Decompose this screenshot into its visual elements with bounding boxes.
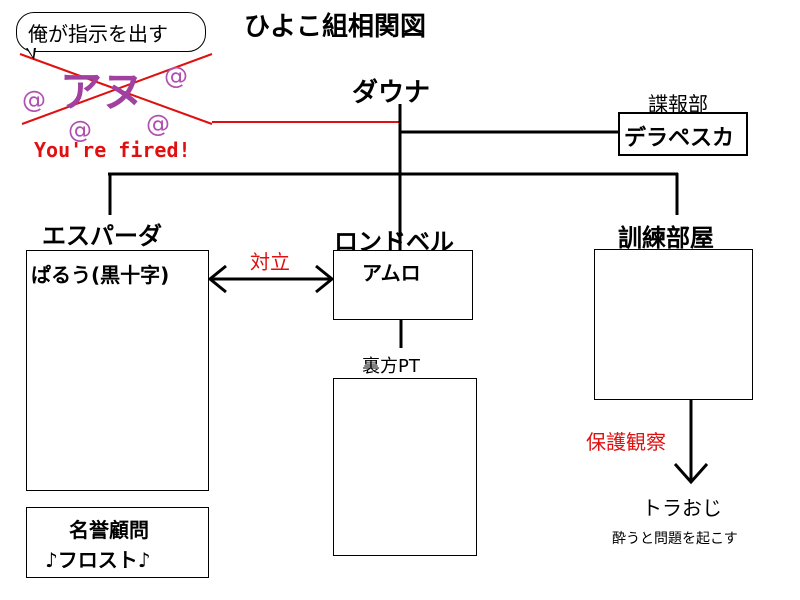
speech-bubble [16, 12, 206, 52]
espada-member-name: ぱるう(黒十字) [31, 263, 170, 287]
sub-party-box [333, 378, 477, 556]
fired-caption: You're fired! [34, 138, 191, 162]
training-room-box [594, 249, 753, 400]
fired-cross-mark [19, 53, 213, 125]
rivalry-arrow [207, 264, 335, 294]
speech-text: 俺が指示を出す [28, 22, 168, 46]
at-symbol: @ [146, 110, 170, 138]
protection-member-name: トラおじ [642, 496, 722, 520]
intel-member-box: デラペスカ [618, 112, 748, 156]
londobell-box: アムロ [333, 250, 473, 320]
fired-member-name: アヌ [60, 67, 145, 116]
at-symbol: @ [164, 62, 188, 90]
honorary-box: 名誉顧問 ♪フロスト♪ [26, 507, 209, 578]
protection-note: 酔うと問題を起こす [612, 531, 738, 547]
londobell-member-name: アムロ [362, 261, 421, 285]
honorary-title: 名誉顧問 [69, 518, 149, 542]
at-symbol: @ [68, 116, 92, 144]
protection-arrow [673, 400, 709, 485]
espada-box: ぱるう(黒十字) [26, 250, 209, 491]
intel-member-name: デラペスカ [624, 126, 735, 151]
honorary-member-name: ♪フロスト♪ [45, 548, 151, 572]
group-label-espada: エスパーダ [42, 222, 162, 250]
sub-party-label: 裏方PT [362, 356, 420, 377]
group-label-training-room: 訓練部屋 [618, 224, 714, 252]
at-symbol: @ [22, 86, 46, 114]
chart-title: ひよこ組相関図 [244, 12, 427, 42]
leader-name: ダウナ [352, 78, 431, 108]
protection-label: 保護観察 [586, 430, 666, 454]
rivalry-label: 対立 [250, 250, 290, 274]
